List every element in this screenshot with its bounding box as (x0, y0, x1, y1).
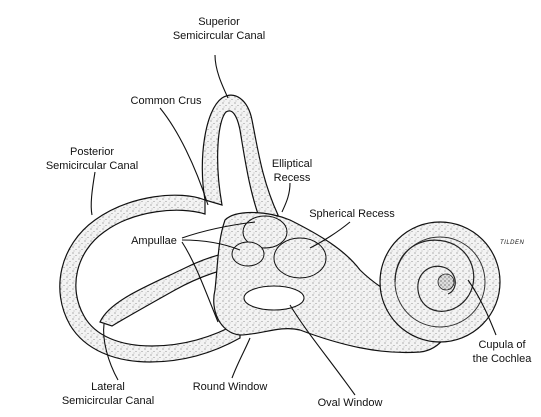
label-spherical-recess: Spherical Recess (309, 208, 395, 220)
label-round-window: Round Window (192, 381, 268, 393)
posterior-canal-shape (59, 194, 241, 363)
label-elliptical-recess: Elliptical Recess (271, 158, 313, 184)
label-ampullae: Ampullae (131, 235, 177, 247)
label-oval-window: Oval Window (317, 397, 383, 409)
cochlea-shape (379, 221, 501, 343)
label-superior-canal: Superior Semicircular Canal (172, 16, 266, 42)
oval-window-shape (243, 285, 305, 311)
label-cupula-of-cochlea: Cupula of the Cochlea (472, 339, 532, 365)
ampulla-shape (242, 215, 288, 249)
spherical-recess-shape (273, 237, 327, 279)
artist-signature: TILDEN (500, 240, 525, 246)
label-lateral-canal: Lateral Semicircular Canal (61, 381, 155, 407)
ampulla-shape (231, 241, 265, 267)
label-posterior-canal: Posterior Semicircular Canal (45, 146, 139, 172)
leader-lines (90, 54, 497, 396)
label-common-crus: Common Crus (130, 95, 202, 107)
